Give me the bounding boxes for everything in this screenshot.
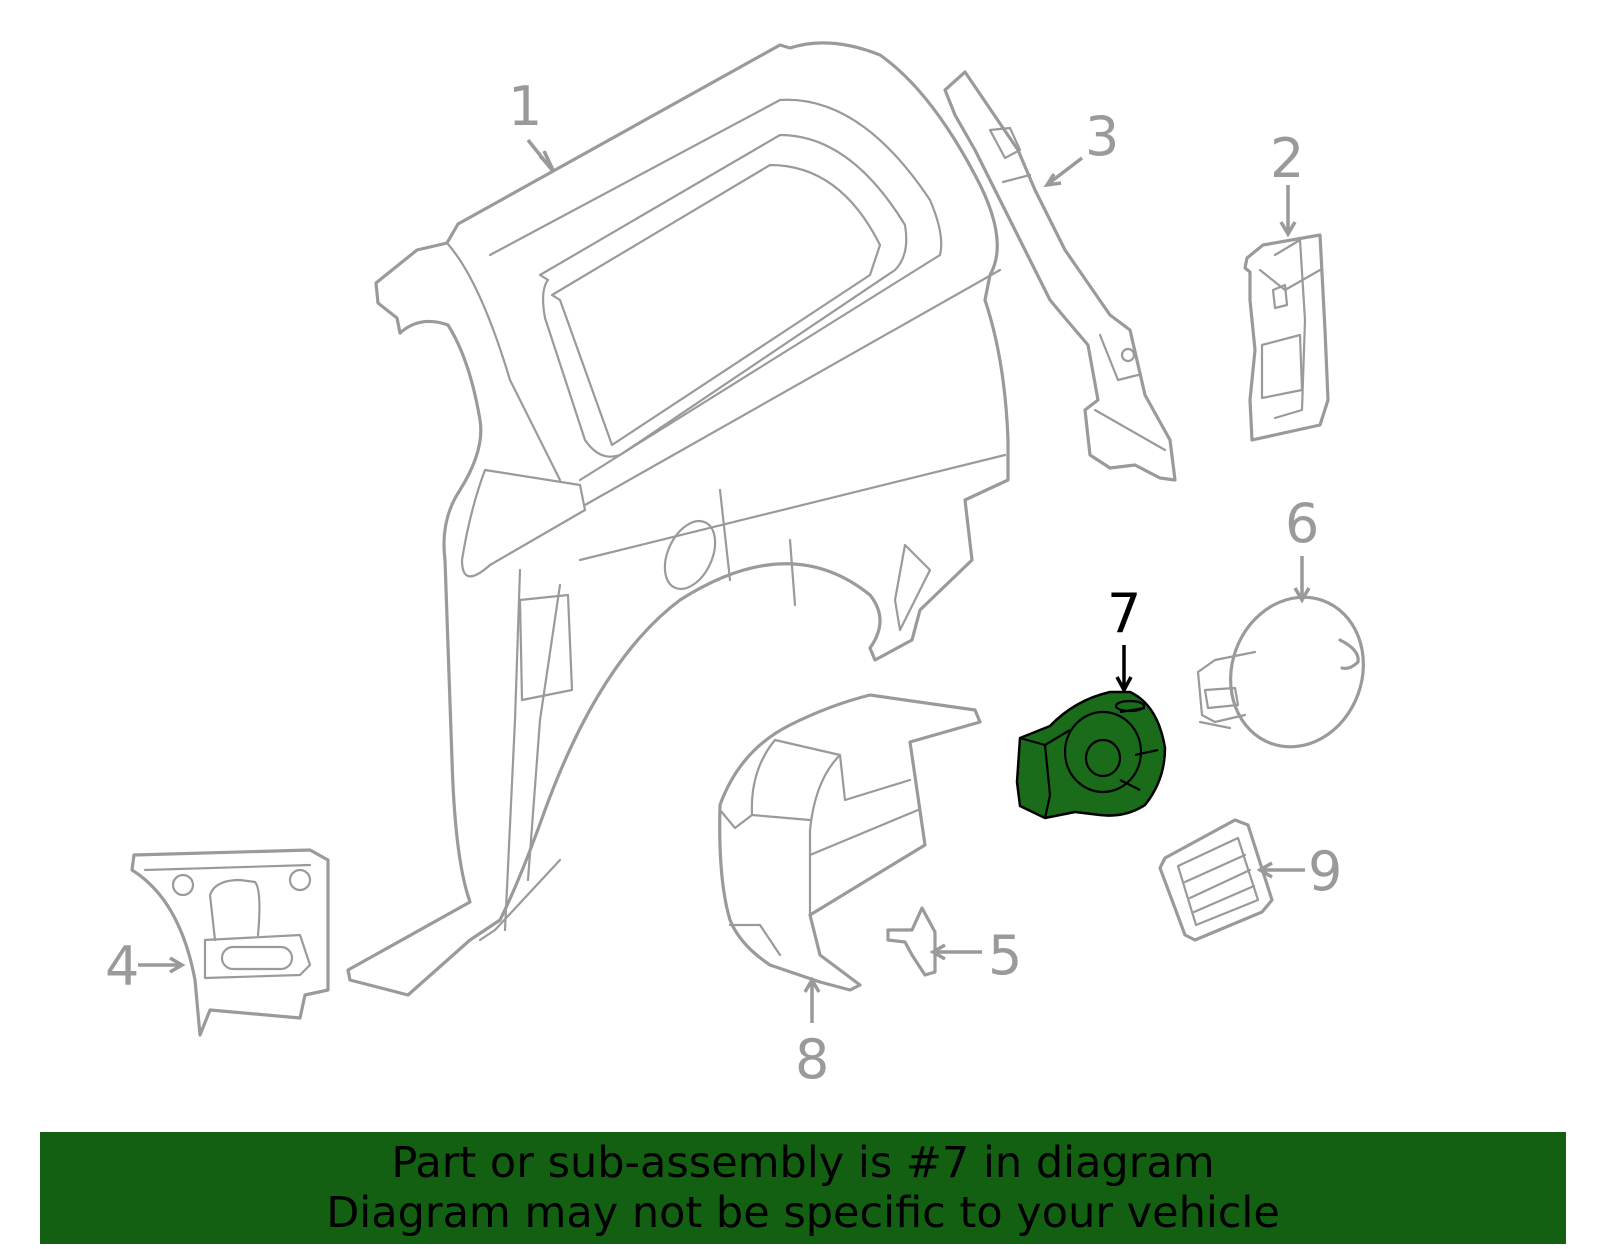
part-8-liner[interactable] [718, 693, 982, 992]
callout-7: 7 [1107, 582, 1141, 645]
callout-4: 4 [105, 935, 139, 998]
part-1-quarter-panel[interactable] [346, 41, 1010, 997]
callout-5: 5 [988, 924, 1022, 987]
banner-line-2: Diagram may not be specific to your vehi… [326, 1188, 1280, 1238]
part-2-bracket[interactable] [1243, 233, 1330, 442]
banner-line-1: Part or sub-assembly is #7 in diagram [391, 1138, 1215, 1188]
part-6-fuel-door[interactable] [1196, 578, 1384, 765]
callout-3: 3 [1085, 105, 1119, 168]
callout-6: 6 [1285, 492, 1319, 555]
part-4-housing[interactable] [130, 848, 330, 1037]
info-banner: Part or sub-assembly is #7 in diagram Di… [40, 1132, 1566, 1244]
callout-1: 1 [508, 75, 542, 138]
part-9-vent[interactable] [1158, 818, 1274, 942]
parts-diagram: 1 2 3 4 5 6 7 8 9 [105, 41, 1384, 1091]
callout-arrows [138, 138, 1311, 1023]
part-3-reinforcement[interactable] [943, 70, 1177, 482]
part-7-fuel-pocket[interactable] [1015, 690, 1167, 820]
part-5-clip[interactable] [886, 906, 937, 977]
callout-8: 8 [795, 1028, 829, 1091]
callout-2: 2 [1270, 127, 1304, 190]
callout-9: 9 [1308, 840, 1342, 903]
